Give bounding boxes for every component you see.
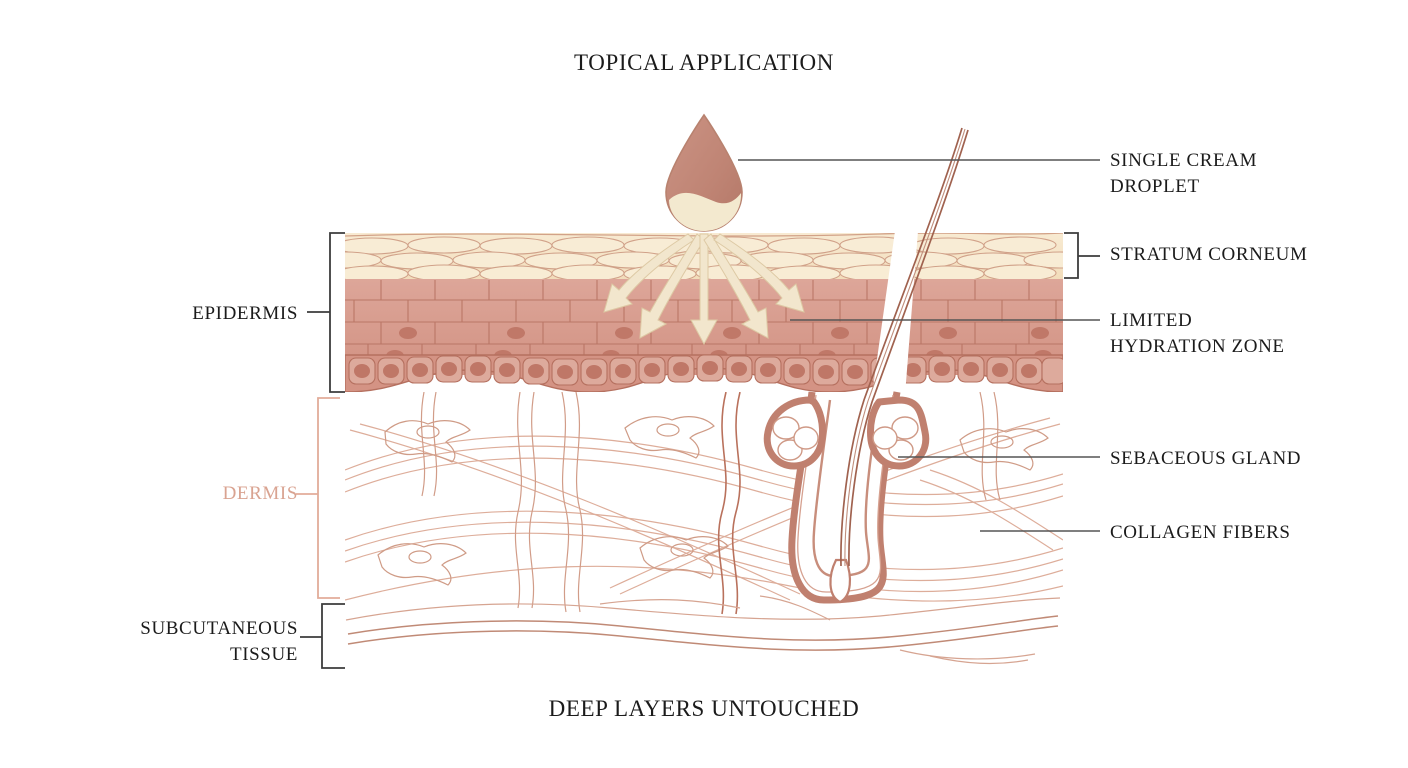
hair-shaft: [840, 127, 969, 567]
subcutaneous-bracket: [300, 603, 345, 669]
label-single-cream-droplet: SINGLE CREAM DROPLET: [1110, 150, 1258, 197]
follicle-gap: [872, 231, 918, 395]
subcutaneous-tissue-layer: [345, 595, 1061, 665]
label-collagen-fibers: COLLAGEN FIBERS: [1110, 522, 1291, 543]
sebaceous-gland-right: [867, 396, 930, 470]
fibroblast-cells: [377, 416, 1049, 586]
layer-brackets: [296, 232, 1100, 669]
label-limited-hydration-zone: LIMITED HYDRATION ZONE: [1110, 310, 1285, 357]
skin-block: [345, 231, 1063, 395]
cream-droplet: [665, 113, 743, 232]
penetration-arrows: [603, 233, 805, 346]
label-epidermis: EPIDERMIS: [192, 303, 298, 324]
basal-layer: [345, 354, 1063, 392]
sebaceous-gland-left: [763, 396, 826, 470]
collagen-fibers: [345, 417, 1063, 602]
hair-follicle-unit: [763, 127, 969, 604]
dermis-bracket: [296, 397, 340, 599]
epidermis-bracket: [307, 232, 345, 393]
label-dermis: DERMIS: [222, 483, 298, 504]
label-sebaceous-gland: SEBACEOUS GLAND: [1110, 448, 1302, 469]
dermis-layer: [345, 392, 1063, 615]
page-caption: DEEP LAYERS UNTOUCHED: [548, 696, 860, 721]
stratum-corneum-bracket: [1064, 232, 1100, 279]
dermal-strands: [420, 392, 1001, 613]
dermal-vessel: [717, 392, 741, 615]
label-stratum-corneum: STRATUM CORNEUM: [1110, 244, 1308, 265]
page-title: TOPICAL APPLICATION: [574, 50, 834, 75]
leader-lines: [738, 159, 1100, 532]
label-subcutaneous-tissue: SUBCUTANEOUS TISSUE: [140, 618, 298, 665]
